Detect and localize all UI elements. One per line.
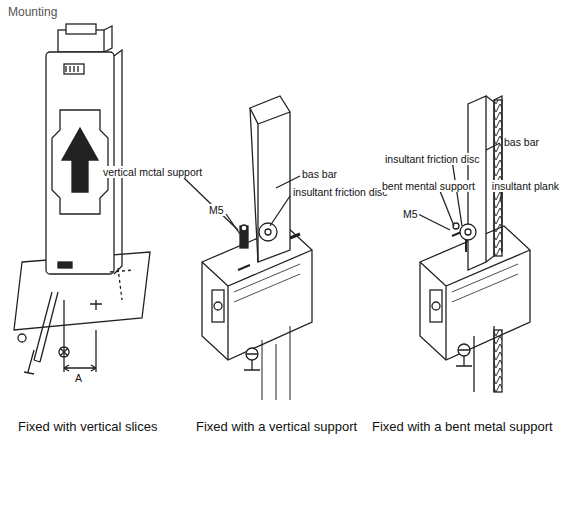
figure-caption: Fixed with a vertical support	[196, 420, 357, 435]
figure-caption: Fixed with a bent metal support	[372, 420, 553, 435]
page-title: Mounting	[8, 6, 57, 20]
part-label: insultant friction disc	[292, 186, 389, 198]
part-label: M5	[208, 204, 225, 216]
figure-caption: Fixed with vertical slices	[18, 420, 157, 435]
dimension-label: A	[74, 372, 83, 384]
part-label: insultant friction disc	[384, 153, 481, 165]
ct-vertical-slices	[14, 24, 150, 374]
part-label: vertical mctal support	[102, 166, 203, 178]
ct-vertical-support	[184, 96, 312, 400]
part-label: bas bar	[301, 168, 338, 180]
part-label: bas bar	[503, 136, 540, 148]
part-label: bent mental support	[381, 180, 476, 192]
part-label: insultant plank	[491, 180, 560, 192]
part-label: M5	[402, 208, 419, 220]
